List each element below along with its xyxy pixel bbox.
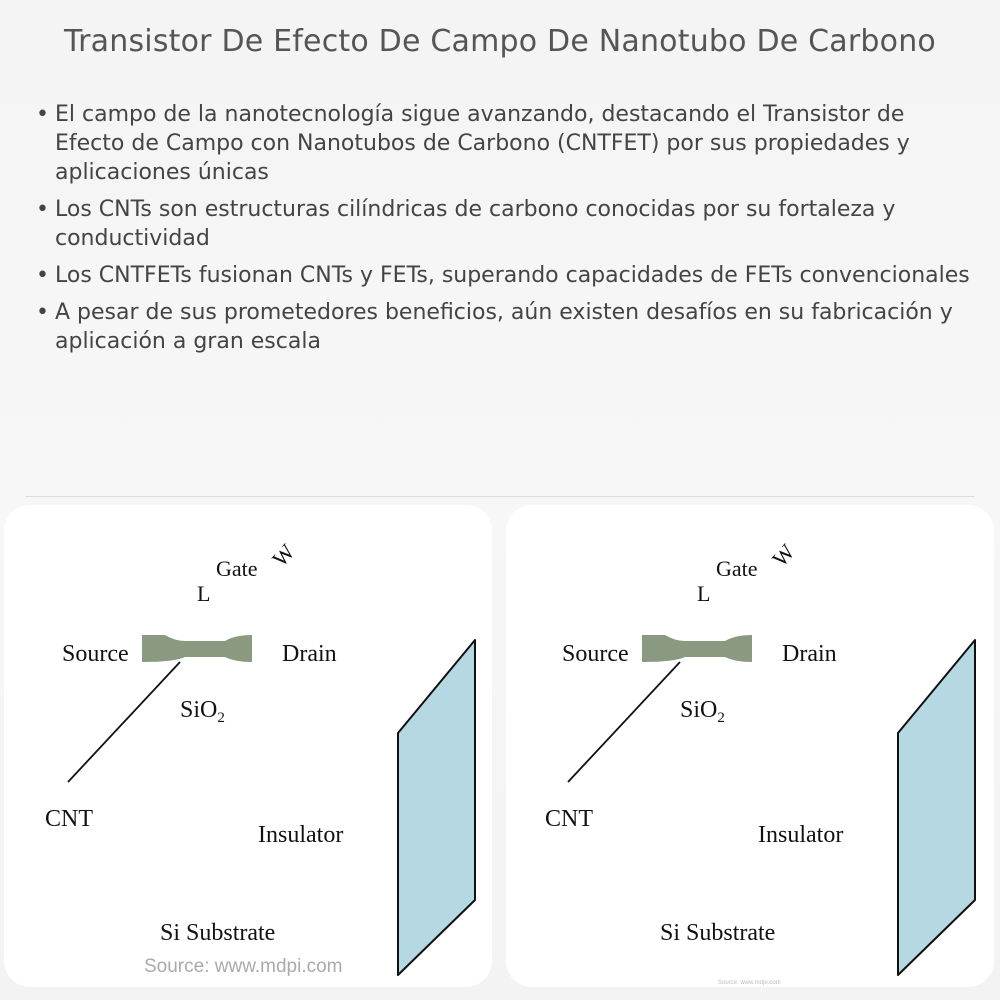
cnt-label: CNT	[45, 806, 93, 832]
l-label: L	[197, 581, 210, 606]
divider	[25, 496, 975, 497]
bullet-list: •El campo de la nanotecnología sigue ava…	[30, 100, 970, 364]
cnt-pointer-line	[67, 661, 181, 783]
cnt-label: CNT	[545, 806, 593, 832]
bullet-text: Los CNTs son estructuras cilíndricas de …	[55, 197, 896, 251]
w-label: W	[267, 539, 300, 571]
substrate-label: Si Substrate	[660, 920, 775, 946]
sio2-label: SiO2	[180, 697, 225, 726]
bullet-item: •A pesar de sus prometedores beneficios,…	[30, 298, 970, 356]
source-credit-small: Source: www.mdpi.com	[718, 980, 781, 986]
bullet-icon: •	[36, 197, 49, 222]
insulator-label: Insulator	[758, 822, 843, 848]
sio2-label: SiO2	[680, 697, 725, 726]
page-title: Transistor De Efecto De Campo De Nanotub…	[64, 24, 936, 59]
cnt-tube	[142, 635, 252, 662]
bullet-item: •Los CNTs son estructuras cilíndricas de…	[30, 195, 970, 253]
bullet-icon: •	[36, 300, 49, 325]
cnt-pointer-line	[567, 661, 681, 783]
cntfet-diagram-left: Gate W L Source Drain SiO2 CNT Insulator…	[45, 539, 476, 976]
bullet-item: •Los CNTFETs fusionan CNTs y FETs, super…	[30, 261, 970, 290]
gate-label: Gate	[716, 556, 758, 581]
bullet-item: •El campo de la nanotecnología sigue ava…	[30, 100, 970, 187]
gate-label: Gate	[216, 556, 258, 581]
l-label: L	[697, 581, 710, 606]
bullet-text: Los CNTFETs fusionan CNTs y FETs, supera…	[55, 263, 970, 288]
insulator-label: Insulator	[258, 822, 343, 848]
cntfet-diagram-right: Gate W L Source Drain SiO2 CNT Insulator…	[545, 539, 976, 976]
drain-label: Drain	[782, 641, 837, 667]
cnt-tube	[642, 635, 752, 662]
bullet-text: A pesar de sus prometedores beneficios, …	[55, 300, 953, 354]
drain-label: Drain	[282, 641, 337, 667]
w-label: W	[767, 539, 800, 571]
substrate-side	[397, 639, 476, 976]
substrate-side	[897, 639, 976, 976]
bullet-icon: •	[36, 102, 49, 127]
source-label: Source	[562, 641, 629, 667]
bullet-icon: •	[36, 263, 49, 288]
bullet-text: El campo de la nanotecnología sigue avan…	[55, 102, 910, 185]
source-credit: Source: www.mdpi.com	[144, 956, 343, 977]
substrate-label: Si Substrate	[160, 920, 275, 946]
source-label: Source	[62, 641, 129, 667]
